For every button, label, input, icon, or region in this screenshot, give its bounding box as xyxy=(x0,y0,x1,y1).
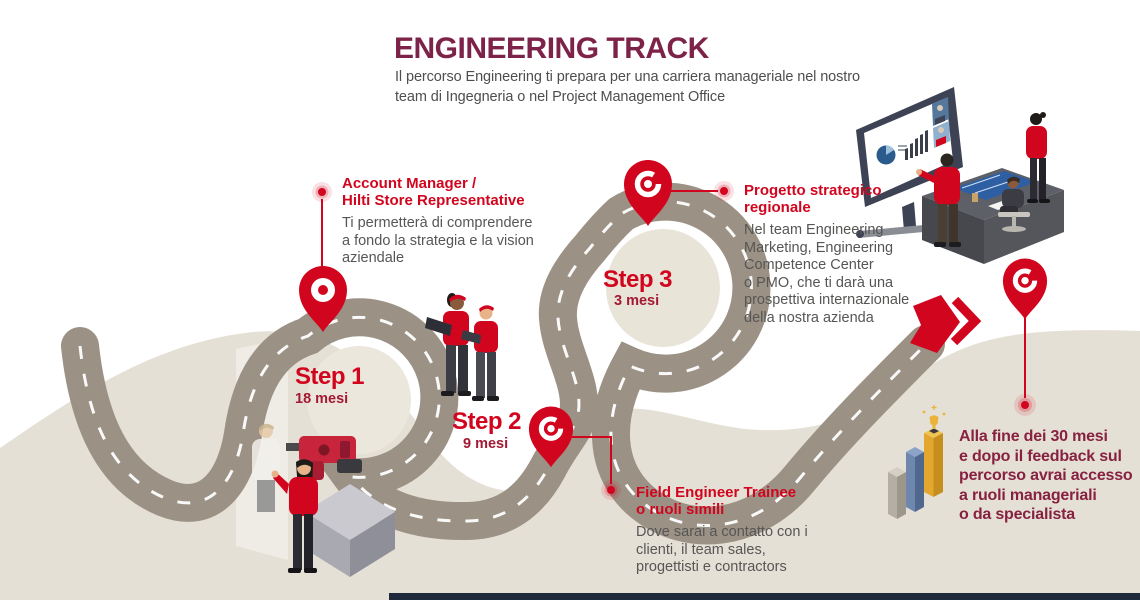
final-note: Alla fine dei 30 mesi e dopo il feedback… xyxy=(959,428,1133,523)
arrow-icon xyxy=(910,295,982,353)
map-pin-icon-step1 xyxy=(299,266,347,332)
loop1-interior xyxy=(307,346,411,454)
subtitle-line-1: Il percorso Engineering ti prepara per u… xyxy=(395,69,860,85)
customer-figure xyxy=(252,423,280,512)
annotation-title: Account Manager / Hilti Store Representa… xyxy=(342,175,525,209)
road-center-line xyxy=(78,200,928,528)
connector-lines xyxy=(321,190,1026,484)
annotation-field-engineer: Field Engineer Trainee o ruoli simili Do… xyxy=(636,484,808,577)
meeting-scene-illustration xyxy=(856,87,1064,264)
halo-dot-final xyxy=(1014,394,1036,416)
standing-colleague-figure xyxy=(1026,112,1050,203)
annotation-progetto-strategico: Progetto strategico regionale Nel team E… xyxy=(744,182,910,327)
map-pin-icon-step3 xyxy=(624,160,672,226)
presenter-figure xyxy=(916,153,961,247)
step1-label: Step 1 xyxy=(295,363,365,390)
step2-duration: 9 mesi xyxy=(463,436,509,452)
halo-dot-account xyxy=(312,182,332,202)
step3-duration: 3 mesi xyxy=(614,293,660,309)
employee-figure xyxy=(271,459,318,573)
trophy-bar-chart-icon xyxy=(888,405,946,519)
halo-dot-field xyxy=(601,480,621,500)
map-pin-icon-step2 xyxy=(528,406,574,468)
footer-bar xyxy=(389,593,1140,600)
annotation-title: Field Engineer Trainee o ruoli simili xyxy=(636,484,797,518)
annotation-body: Nel team Engineering Marketing, Engineer… xyxy=(744,222,910,326)
step1-duration: 18 mesi xyxy=(295,391,349,407)
drill-icon xyxy=(286,436,362,480)
step2-label: Step 2 xyxy=(452,408,522,435)
loop3-interior xyxy=(606,229,720,347)
gray-cube xyxy=(305,484,395,577)
store-scene-illustration xyxy=(252,423,395,577)
map-pin-icon-final xyxy=(1002,258,1048,320)
page-title: ENGINEERING TRACK xyxy=(394,32,709,65)
annotation-title: Progetto strategico regionale xyxy=(744,182,882,216)
trainees-illustration xyxy=(425,293,499,401)
seated-colleague-figure xyxy=(998,176,1030,232)
page-subtitle: Il percorso Engineering ti prepara per u… xyxy=(395,67,860,107)
annotation-body: Dove sarai a contatto con i clienti, il … xyxy=(636,524,808,575)
halo-dot-progetto xyxy=(714,181,734,201)
step3-label: Step 3 xyxy=(603,266,673,293)
halo-dots xyxy=(312,181,1036,500)
subtitle-line-2: team di Ingegneria o nel Project Managem… xyxy=(395,89,726,105)
annotation-account-manager: Account Manager / Hilti Store Representa… xyxy=(342,175,534,268)
annotation-body: Ti permetterà di comprendere a fondo la … xyxy=(342,215,534,266)
